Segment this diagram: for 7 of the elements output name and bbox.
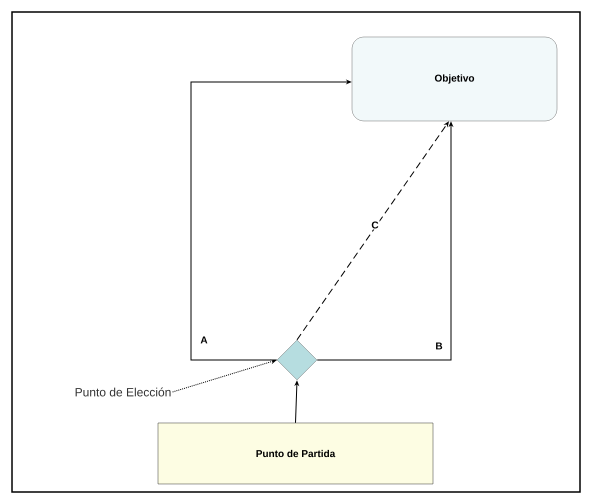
edge-label: B — [434, 342, 444, 350]
edge-label: C — [370, 220, 380, 230]
goal-box: Objetivo — [352, 36, 558, 122]
choice-point-label: Punto de Elección — [76, 388, 171, 396]
choice-diamond — [276, 340, 318, 380]
edge-label: A — [199, 336, 209, 344]
start-box: Punto de Partida — [158, 422, 434, 484]
